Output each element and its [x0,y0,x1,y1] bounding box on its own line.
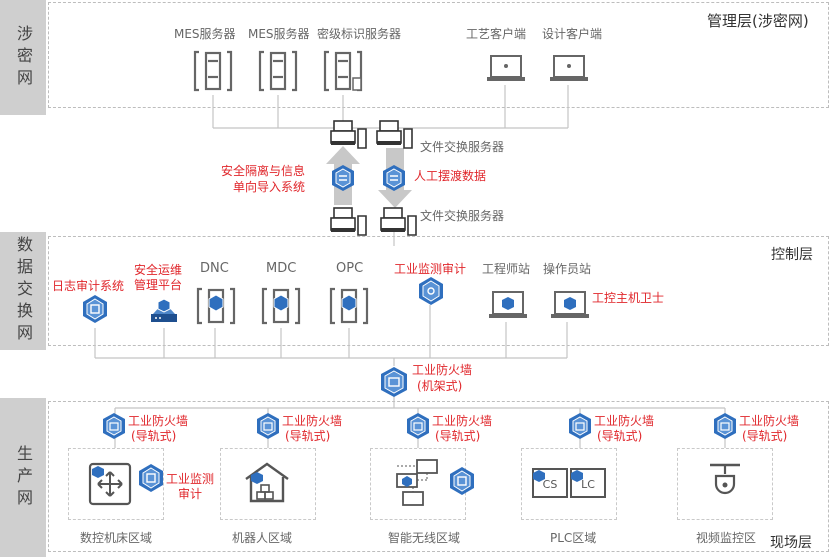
label-log-audit-system: 日志审计系统 [52,279,125,293]
zone-control [48,236,829,346]
label-rail-firewall-1-line1: 工业防火墙 [128,414,189,428]
label-area-video: 视频监控区 [696,531,757,545]
rail-firewall-1-shield-icon [103,413,125,439]
label-area-wireless: 智能无线区域 [388,531,461,545]
label-mes-server-2: MES服务器 [248,27,310,41]
label-mes-server-1: MES服务器 [174,27,236,41]
zone-management [48,2,829,108]
label-operator-station: 操作员站 [543,262,592,276]
label-industrial-monitor-audit: 工业监测审计 [394,262,467,276]
area-robot [220,448,316,520]
label-rail-firewall-2-line2: (导轨式) [285,429,331,443]
file-exchange-server-bottom-left-icon [330,207,367,236]
area-plc [521,448,617,520]
plc-area-icon: CS LC [532,468,606,498]
label-rail-firewall-5-line2: (导轨式) [742,429,788,443]
zone-title-management: 管理层(涉密网) [707,12,809,30]
label-rail-firewall-1-line2: (导轨式) [131,429,177,443]
label-rail-firewall-4-line1: 工业防火墙 [594,414,655,428]
mes-server-1-icon [193,50,233,92]
label-engineer-station: 工程师站 [482,262,531,276]
label-craft-client: 工艺客户端 [466,27,527,41]
label-secret-level-server: 密级标识服务器 [317,27,402,41]
label-opc: OPC [336,261,364,276]
label-area-robot: 机器人区域 [232,531,293,545]
area-cnc [68,448,164,520]
zone-title-field: 现场层 [770,535,812,551]
label-rack-firewall-line1: 工业防火墙 [412,363,473,377]
craft-client-laptop-icon [487,55,525,81]
file-exchange-server-bottom-right-icon [380,207,417,236]
design-client-laptop-icon [550,55,588,81]
engineer-station-laptop-icon [489,291,527,318]
label-isolation-line2: 单向导入系统 [233,180,306,194]
wireless-area-icon [396,459,438,506]
label-area-cnc: 数控机床区域 [80,531,153,545]
label-isolation-line1: 安全隔离与信息 [221,164,306,178]
layer-label-data-exchange: 数据交换网 [0,232,46,350]
label-rail-firewall-2-line1: 工业防火墙 [282,414,343,428]
operator-station-laptop-icon [551,291,589,318]
label-rail-firewall-3-line2: (导轨式) [435,429,481,443]
dnc-server-icon [196,287,236,325]
label-rail-firewall-4-line2: (导轨式) [597,429,643,443]
svg-text:CS: CS [543,478,558,491]
label-area-plc: PLC区域 [550,531,597,545]
label-rail-firewall-3-line1: 工业防火墙 [432,414,493,428]
label-design-client: 设计客户端 [542,27,603,41]
zone-field [48,401,829,552]
cnc-monitor-audit-shield-icon [139,464,163,492]
label-file-exchange-server-top: 文件交换服务器 [420,140,505,154]
label-rail-firewall-5-line1: 工业防火墙 [739,414,800,428]
log-audit-shield-icon [83,295,107,323]
file-exchange-server-top-left-icon [330,120,367,149]
label-manual-ferry: 人工摆渡数据 [414,169,487,183]
label-host-guard: 工控主机卫士 [592,291,665,305]
rail-firewall-3-shield-icon [407,413,429,439]
robot-area-icon [245,462,289,503]
label-cnc-monitor-audit-line1: 工业监测 [166,472,215,486]
opc-server-icon [329,287,369,325]
ops-platform-icon [151,298,177,322]
area-video [677,448,773,520]
label-rack-firewall-line2: (机架式) [417,379,463,393]
rail-firewall-2-shield-icon [257,413,279,439]
mes-server-2-icon [258,50,298,92]
svg-text:LC: LC [581,478,595,491]
wireless-shield-icon [450,467,474,495]
isolation-shield-icon [332,165,354,191]
label-dnc: DNC [200,261,229,276]
manual-ferry-shield-icon [383,165,405,191]
layer-label-production: 生产网 [0,398,46,557]
label-cnc-monitor-audit-line2: 审计 [178,487,203,501]
mdc-server-icon [261,287,301,325]
monitor-audit-shield-icon [419,277,443,305]
file-exchange-server-top-right-icon [376,120,413,149]
secret-level-server-icon [323,50,363,92]
label-ops-platform-line2: 管理平台 [134,278,183,292]
label-file-exchange-server-bottom: 文件交换服务器 [420,209,505,223]
label-mdc: MDC [266,261,297,276]
zone-title-control: 控制层 [771,247,813,263]
layer-label-sheimi: 涉密网 [0,0,46,115]
cnc-machine-icon [88,462,132,506]
rail-firewall-4-shield-icon [569,413,591,439]
rack-firewall-shield-icon [381,367,407,397]
video-camera-icon [710,463,740,495]
label-ops-platform-line1: 安全运维 [134,263,183,277]
rail-firewall-5-shield-icon [714,413,736,439]
